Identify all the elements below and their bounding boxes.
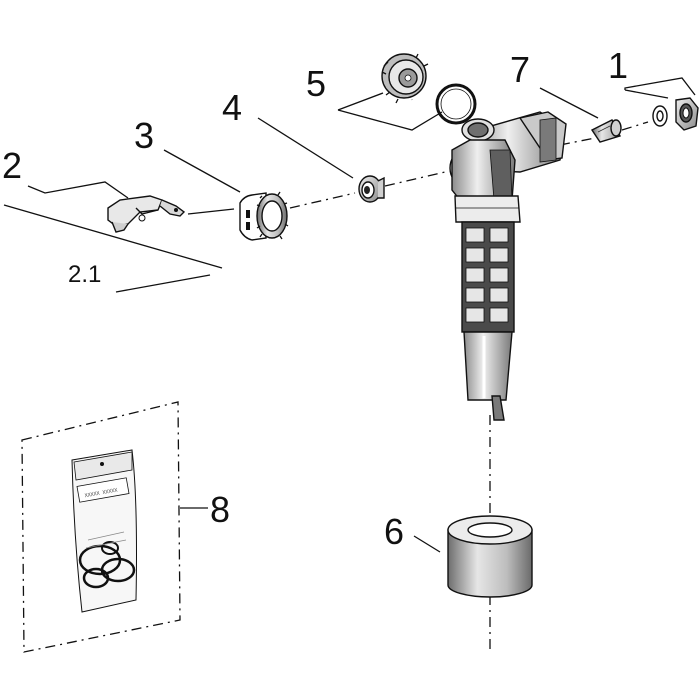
callout-label-8: 8 <box>210 489 230 530</box>
leader-line-2-1 <box>115 274 211 293</box>
callout-5: 5 <box>306 63 443 131</box>
leader-line-3b <box>187 208 235 215</box>
leader-line-2a <box>27 181 129 199</box>
axis-line-valve-7 <box>559 137 596 146</box>
leader-line-7 <box>539 87 599 119</box>
leader-line-5b <box>337 109 443 131</box>
part-3-knurled-ring <box>239 191 289 241</box>
part-4-valve-disc <box>358 175 385 203</box>
thread-pattern <box>465 227 509 323</box>
part-2-lever-bracket <box>107 195 186 233</box>
leader-line-4 <box>257 117 354 179</box>
callout-label-6: 6 <box>384 511 404 552</box>
part-8-spare-parts-bag: XXXXX XXXXX <box>21 401 181 653</box>
leader-line-1 <box>624 77 696 96</box>
part-6-float-cylinder <box>447 515 533 598</box>
callout-3: 3 <box>134 115 241 215</box>
callout-label-4: 4 <box>222 87 242 128</box>
bag-label-text: XXXXX XXXXX <box>84 488 118 500</box>
leader-line-6 <box>413 535 441 553</box>
callout-label-5: 5 <box>306 63 326 104</box>
part-5-o-ring <box>435 83 477 125</box>
leader-line-5a <box>337 92 384 111</box>
axis-line-7-1 <box>621 121 649 131</box>
bag-frame <box>21 401 181 653</box>
axis-line-4-valve <box>384 171 446 187</box>
callout-2: 2 <box>2 145 223 269</box>
axis-line-3-4 <box>289 192 356 209</box>
callout-label-2-1: 2.1 <box>68 261 101 288</box>
callout-label-1: 1 <box>608 45 628 86</box>
leader-line-1b <box>624 89 669 99</box>
callout-1: 1 <box>608 45 696 99</box>
part-7-cone-nozzle <box>590 119 622 143</box>
callout-label-2: 2 <box>2 145 22 186</box>
callout-label-3: 3 <box>134 115 154 156</box>
part-5-filter-cap <box>381 53 429 104</box>
part-1-nut-washer <box>652 97 699 131</box>
callout-2-1: 2.1 <box>68 261 211 293</box>
callout-6: 6 <box>384 511 441 553</box>
callout-4: 4 <box>222 87 354 179</box>
callout-7: 7 <box>510 49 599 119</box>
main-valve-body <box>449 111 567 421</box>
callout-label-7: 7 <box>510 49 530 90</box>
leader-line-2b <box>3 204 223 269</box>
leader-line-3a <box>163 149 241 193</box>
callout-8: 8 <box>180 489 230 530</box>
